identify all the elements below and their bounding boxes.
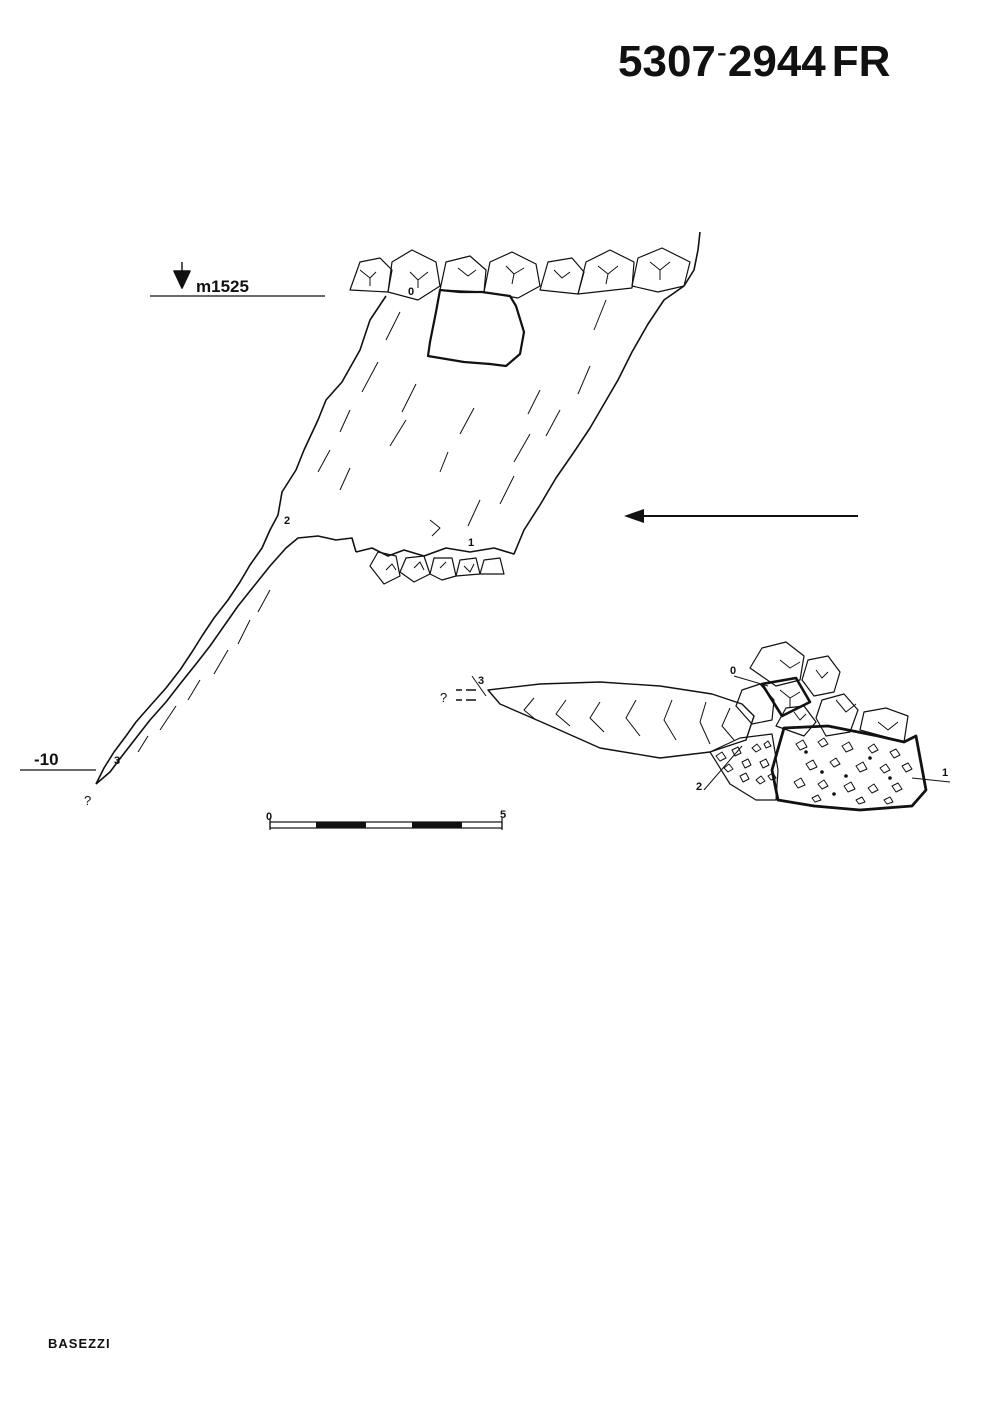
plan-boulders — [735, 641, 909, 743]
wall-hatching — [137, 299, 607, 753]
entrance-boulders — [349, 247, 691, 301]
plan-dashed-continuation — [456, 689, 476, 701]
entrance-elevation-label: m1525 — [196, 277, 249, 296]
plan-entrance-block — [760, 676, 812, 718]
section-right-floor — [355, 285, 685, 557]
section-unknown-mark: ? — [84, 793, 91, 808]
plan-station-2: 2 — [696, 781, 702, 793]
catalog-dash: - — [716, 36, 727, 69]
plan-unknown-mark: ? — [440, 690, 447, 705]
author-credit: BASEZZI — [48, 1336, 111, 1351]
plan-station-1-leader — [911, 777, 951, 783]
section-view: m1525 — [20, 231, 701, 808]
scale-end-label: 5 — [500, 809, 506, 821]
section-right-wall — [683, 231, 701, 287]
plan-passage — [487, 681, 755, 759]
plan-station-3: 3 — [478, 675, 484, 687]
region-code: FR — [831, 37, 891, 86]
plan-station-2-leader — [703, 745, 743, 791]
section-station-2: 2 — [284, 515, 290, 527]
section-lower-wall — [95, 535, 357, 785]
scale-bar — [269, 818, 503, 830]
section-direction-arrow-icon — [624, 509, 858, 523]
plan-view — [456, 641, 951, 812]
plan-rubble-area — [709, 733, 779, 801]
rubble-pebbles — [715, 737, 913, 805]
plan-station-3-leader — [471, 675, 487, 697]
section-station-3: 3 — [114, 755, 120, 767]
section-station-0: 0 — [408, 286, 414, 298]
plan-station-0-leader — [733, 675, 769, 687]
depth-label: -10 — [34, 750, 59, 769]
catalog-suffix: 2944 — [727, 37, 826, 86]
plan-passage-hatching — [523, 697, 735, 745]
catalog-prefix: 5307 — [618, 37, 716, 86]
section-left-wall — [95, 295, 387, 785]
floor-boulders — [369, 551, 505, 585]
plan-station-0: 0 — [730, 665, 736, 677]
section-station-1: 1 — [468, 537, 474, 549]
plan-station-1: 1 — [942, 767, 948, 779]
entrance-block — [426, 288, 526, 368]
plan-debris-cone — [770, 724, 928, 812]
scale-start-label: 0 — [266, 811, 272, 823]
